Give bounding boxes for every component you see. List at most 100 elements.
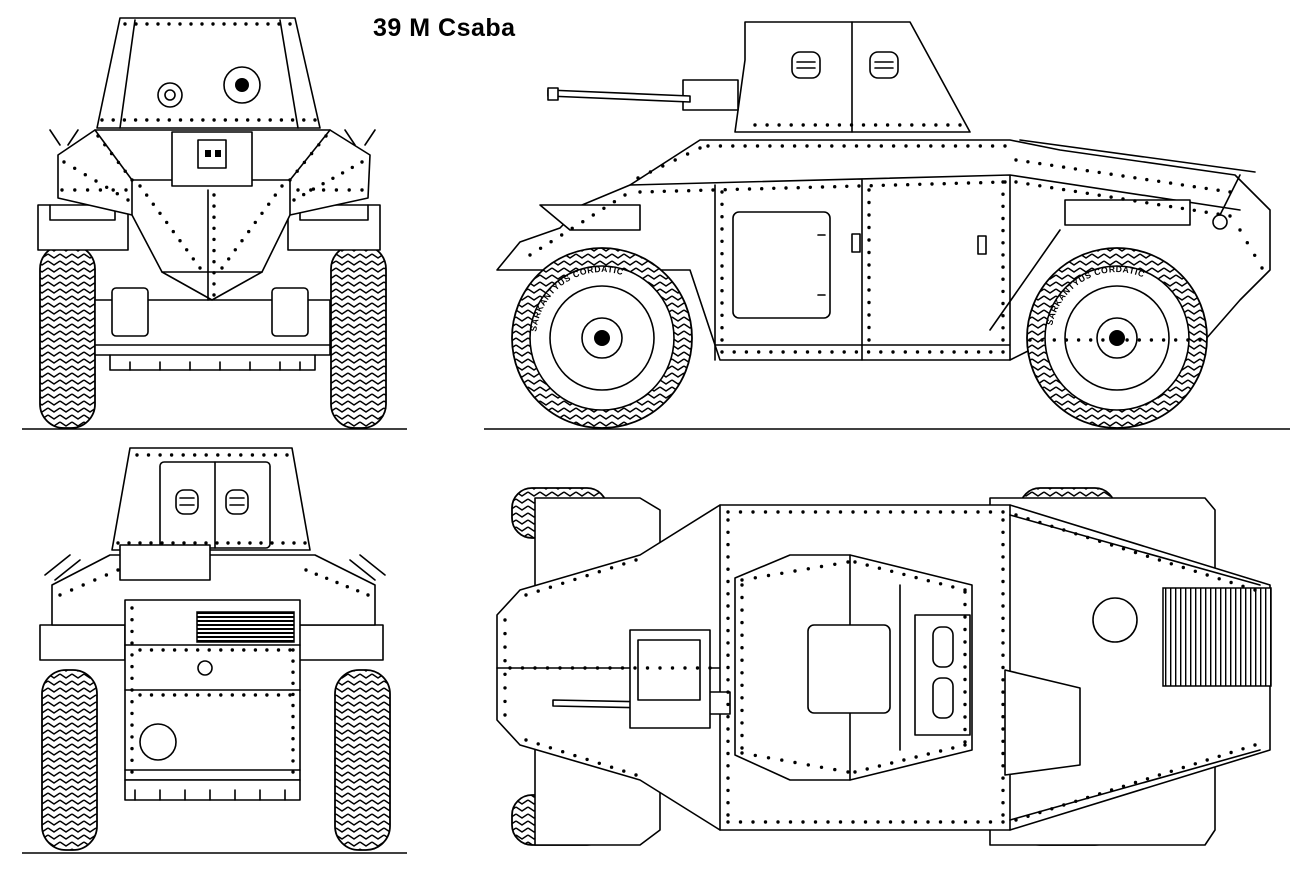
rivet <box>227 257 231 261</box>
top-view-engine-grille <box>1163 588 1271 686</box>
rivet <box>876 510 880 514</box>
rivet <box>267 202 271 206</box>
rivet <box>726 801 730 805</box>
rivet <box>1174 338 1178 342</box>
rivet <box>189 22 193 26</box>
rivet <box>1133 780 1138 785</box>
rivet <box>766 573 771 578</box>
rivet <box>1085 191 1090 195</box>
rivet <box>1001 265 1005 269</box>
rivet <box>311 187 316 191</box>
rivet <box>126 198 130 202</box>
rivet <box>1026 517 1030 521</box>
rivet <box>273 453 278 457</box>
rivet <box>73 188 77 192</box>
rivet <box>740 620 744 625</box>
rivet <box>145 22 149 26</box>
rivet <box>291 737 295 741</box>
rivet <box>768 144 772 148</box>
rivet <box>751 820 755 824</box>
rivet <box>257 118 261 122</box>
rivet <box>951 585 955 589</box>
rivet <box>1074 799 1078 803</box>
rivet <box>867 300 871 305</box>
rivet <box>926 510 930 514</box>
rivet <box>720 215 724 219</box>
rivet <box>212 204 216 208</box>
rivet <box>1001 518 1005 522</box>
rivet <box>193 541 197 545</box>
rivet <box>867 250 871 255</box>
rivet <box>538 246 543 250</box>
rivet <box>1001 727 1005 731</box>
rivet <box>963 820 968 824</box>
rivet <box>867 238 871 242</box>
rivet <box>130 664 134 669</box>
rivet <box>146 453 151 457</box>
rivet <box>215 541 219 545</box>
rivet <box>941 144 945 148</box>
rivet <box>292 198 296 202</box>
rivet <box>1073 189 1078 194</box>
rivet <box>901 820 905 824</box>
rivet <box>230 693 234 697</box>
rivet <box>503 645 507 649</box>
rivet <box>922 123 926 127</box>
rivet <box>171 541 175 545</box>
rivet <box>867 188 871 192</box>
rivet <box>1026 160 1030 164</box>
rivet <box>1168 181 1173 185</box>
rivet <box>726 616 730 620</box>
rivet <box>259 541 263 545</box>
rivet <box>1098 792 1102 796</box>
rivet <box>1001 751 1005 756</box>
rivet <box>360 160 364 164</box>
rivet <box>1145 201 1149 205</box>
rivet <box>1229 580 1233 585</box>
rivet <box>609 765 614 769</box>
rivet <box>503 618 507 622</box>
rivet <box>826 510 830 514</box>
rivet <box>1028 338 1032 342</box>
rivet <box>304 568 308 572</box>
rivet <box>314 572 318 576</box>
rivet <box>1217 577 1221 581</box>
rivet <box>1001 350 1005 354</box>
rivet <box>740 721 744 725</box>
rivet <box>295 169 299 173</box>
rivet <box>149 648 154 652</box>
rear-view-rivets <box>58 453 370 774</box>
rivet <box>744 350 749 354</box>
rivet <box>169 453 174 457</box>
rivet <box>963 715 967 719</box>
rivet <box>988 510 993 514</box>
rivet <box>963 740 967 744</box>
rivet <box>772 186 776 190</box>
rivet <box>1121 174 1125 178</box>
rivet <box>1109 543 1114 547</box>
rivet <box>212 226 216 230</box>
rivet <box>503 631 507 636</box>
rivet <box>561 750 565 754</box>
rivet <box>276 693 281 697</box>
rivet <box>609 566 614 570</box>
rivet <box>130 700 134 704</box>
rivet <box>867 288 871 292</box>
rivet <box>161 693 165 697</box>
rivet <box>954 181 958 185</box>
rivet <box>233 22 237 26</box>
rivet <box>636 176 640 180</box>
front-view <box>22 18 407 429</box>
rivet <box>842 144 846 148</box>
rivet <box>988 820 993 824</box>
rivet <box>1181 765 1186 770</box>
rivet <box>1014 513 1018 517</box>
rivet <box>83 173 88 177</box>
rivet <box>1001 567 1005 571</box>
rivet <box>784 186 788 190</box>
rivet <box>633 666 637 670</box>
rivet <box>73 166 77 170</box>
rivet <box>1229 750 1233 755</box>
rivet <box>913 820 918 824</box>
rivet <box>735 187 739 191</box>
